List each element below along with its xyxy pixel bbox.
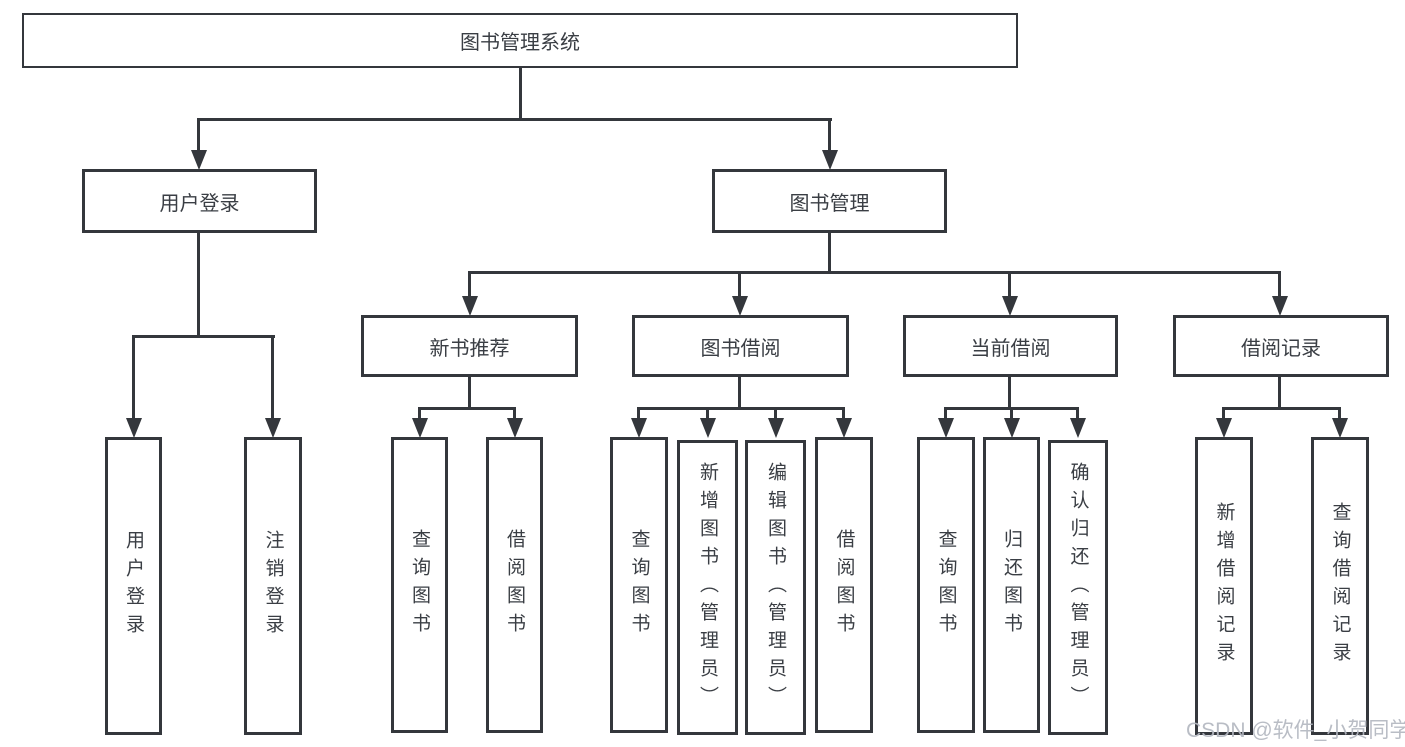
connector-g3-leaf3 [1076,407,1079,421]
connector-g4-leaf1 [1222,407,1225,421]
arrowhead-g4-leaf1 [1216,418,1232,438]
node-new-book-recommend: 新书推荐 [361,315,578,377]
leaf-nbr-borrow-books-label: 借阅图书 [504,529,525,641]
leaf-user-login-label: 用户登录 [123,530,144,642]
leaf-nbr-query-books-label: 查询图书 [409,529,430,641]
connector-g4-split [1223,407,1341,410]
arrowhead-user-login [191,150,207,170]
connector-g2-stem [738,377,741,407]
connector-g1-stem [468,377,471,407]
connector-to-book-management [828,118,831,152]
node-user-login-label: 用户登录 [159,192,240,215]
connector-to-borrow-records [1278,271,1281,298]
connector-g1-leaf2 [513,407,516,421]
connector-to-user-login [197,118,200,152]
leaf-bb-query-books: 查询图书 [610,437,668,733]
arrowhead-g2-leaf2 [700,418,716,438]
leaf-cb-confirm-return-admin: 确认归还（管理员） [1048,440,1108,735]
connector-g3-leaf2 [1010,407,1013,421]
connector-g1-split [418,407,515,410]
arrowhead-borrow-records [1272,296,1288,316]
connector-book-management-stem [828,233,831,271]
connector-level1-split [197,118,832,121]
arrowhead-book-borrow [732,296,748,316]
arrowhead-g2-leaf4 [836,418,852,438]
leaf-logout: 注销登录 [244,437,302,735]
leaf-user-login: 用户登录 [105,437,162,735]
connector-to-current-borrow [1008,271,1011,298]
leaf-br-query-record-label: 查询借阅记录 [1329,502,1351,670]
arrowhead-g2-leaf1 [631,418,647,438]
connector-level2-split [470,271,1281,274]
leaf-bb-add-books-admin: 新增图书（管理员） [677,440,738,735]
arrowhead-leaf-login [126,418,142,438]
leaf-br-query-record: 查询借阅记录 [1311,437,1369,735]
connector-g2-leaf4 [842,407,845,421]
leaf-logout-label: 注销登录 [262,530,284,642]
node-borrow-records-label: 借阅记录 [1241,337,1321,360]
leaf-br-add-record: 新增借阅记录 [1195,437,1253,735]
node-book-management: 图书管理 [712,169,947,233]
arrowhead-g1-leaf1 [412,418,428,438]
connector-g2-split [638,407,844,410]
connector-to-leaf-logout [271,335,274,419]
node-root: 图书管理系统 [22,13,1018,68]
connector-root-stem [519,68,522,118]
connector-g4-stem [1278,377,1281,407]
leaf-nbr-borrow-books: 借阅图书 [486,437,543,733]
connector-g2-leaf1 [637,407,640,421]
node-user-login: 用户登录 [82,169,317,233]
leaf-cb-query-books-label: 查询图书 [935,529,957,641]
connector-g2-leaf2 [706,407,709,421]
arrowhead-g3-leaf3 [1070,418,1086,438]
node-current-borrow: 当前借阅 [903,315,1118,377]
arrowhead-g3-leaf1 [938,418,954,438]
node-book-borrow: 图书借阅 [632,315,849,377]
connector-user-login-split [132,335,275,338]
connector-g2-leaf3 [774,407,777,421]
arrowhead-g2-leaf3 [768,418,784,438]
leaf-cb-confirm-return-admin-label: 确认归还（管理员） [1067,461,1089,714]
leaf-cb-return-books-label: 归还图书 [1001,529,1022,641]
arrowhead-g1-leaf2 [507,418,523,438]
connector-g3-leaf1 [944,407,947,421]
connector-to-book-borrow [738,271,741,298]
connector-user-login-stem [197,233,200,335]
node-book-borrow-label: 图书借阅 [700,337,781,360]
connector-g1-leaf1 [418,407,421,421]
connector-g4-leaf2 [1338,407,1341,421]
node-root-label: 图书管理系统 [460,32,580,54]
leaf-br-add-record-label: 新增借阅记录 [1213,502,1235,670]
leaf-bb-edit-books-admin-label: 编辑图书（管理员） [765,461,786,714]
watermark: CSDN @软件_小贺同学 [1186,719,1405,742]
leaf-cb-return-books: 归还图书 [983,437,1040,733]
connector-to-new-book [468,271,471,298]
arrowhead-g4-leaf2 [1332,418,1348,438]
connector-g3-stem [1008,377,1011,407]
leaf-bb-add-books-admin-label: 新增图书（管理员） [697,461,718,714]
leaf-nbr-query-books: 查询图书 [391,437,448,733]
node-current-borrow-label: 当前借阅 [970,337,1051,360]
arrowhead-new-book [462,296,478,316]
leaf-bb-borrow-books: 借阅图书 [815,437,873,733]
arrowhead-leaf-logout [265,418,281,438]
arrowhead-book-management [822,150,838,170]
node-new-book-recommend-label: 新书推荐 [429,337,510,360]
leaf-bb-edit-books-admin: 编辑图书（管理员） [745,440,806,735]
arrowhead-current-borrow [1002,296,1018,316]
node-book-management-label: 图书管理 [789,192,870,215]
connector-to-leaf-login [132,335,135,419]
node-borrow-records: 借阅记录 [1173,315,1389,377]
leaf-bb-borrow-books-label: 借阅图书 [833,529,855,641]
arrowhead-g3-leaf2 [1004,418,1020,438]
leaf-bb-query-books-label: 查询图书 [628,529,650,641]
leaf-cb-query-books: 查询图书 [917,437,975,733]
